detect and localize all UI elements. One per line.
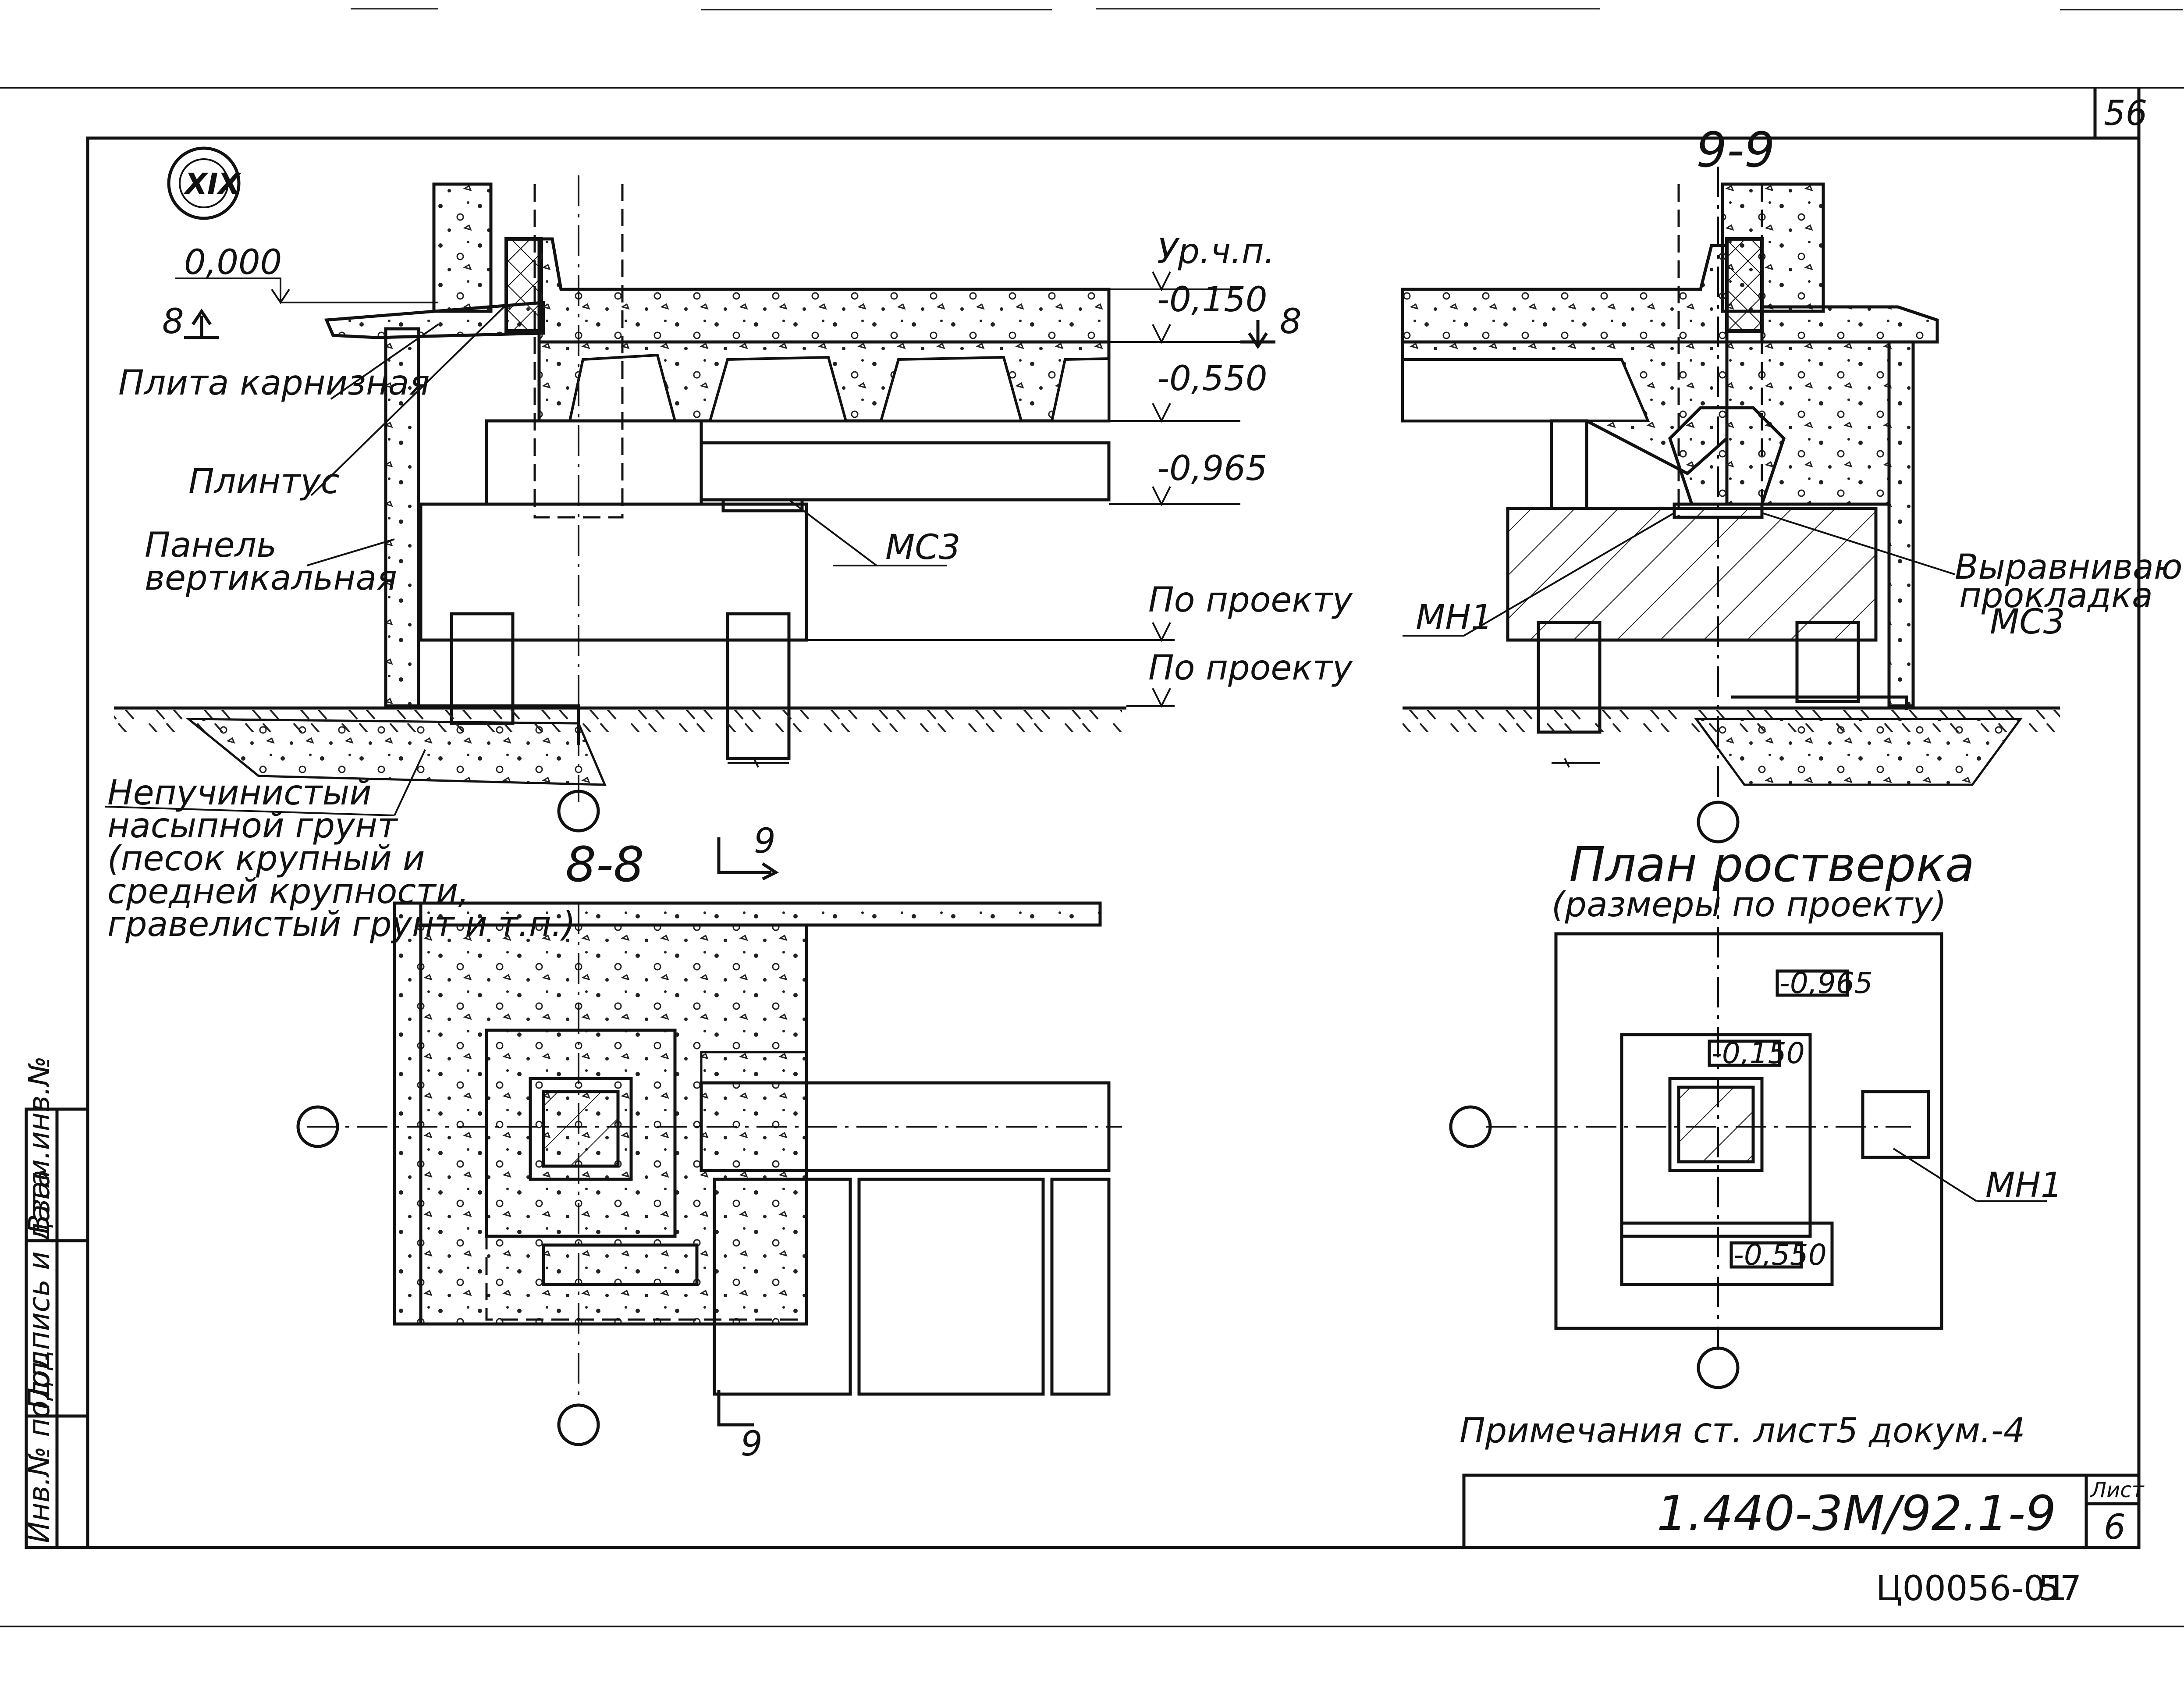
side-stamp: Инв.№ подл. Подпись и дата Взам.инв.№ [22, 1056, 89, 1549]
section-mark-left: 8 [162, 302, 184, 342]
level-minus-0150: -0,150 [1157, 280, 1267, 320]
label-plinth: Плинтус [188, 462, 340, 502]
level-floor: Ур.ч.п. [1157, 232, 1275, 271]
label-cornice-slab: Плита карнизная [118, 363, 430, 403]
soil-label-line-3: (песок крупный и [107, 839, 425, 879]
plan-level-0965: -0,965 [1779, 966, 1873, 1000]
level-by-project-1: По проекту [1148, 580, 1353, 620]
bottom-code: Ц00056-01 [1876, 1569, 2067, 1608]
level-minus-0965: -0,965 [1157, 449, 1267, 488]
section-mark-right: 8 [1280, 302, 1302, 342]
cut-mark-top: 9 [754, 822, 776, 861]
section-9-9-title: 9-9 [1696, 122, 1775, 178]
top-page-number: 56 [2104, 94, 2147, 133]
title-block-sheet-number: 6 [2104, 1508, 2126, 1547]
level-minus-0550: -0,550 [1157, 359, 1267, 399]
label-mc3: МС3 [885, 528, 960, 567]
soil-label-line-1: Непучинистый [107, 773, 372, 813]
section-9-9 [1401, 167, 2060, 843]
node-mark-label: XIX [183, 167, 241, 201]
section-elevation [105, 175, 1275, 833]
stamp-sign-date: Подпись и дата [22, 1170, 56, 1409]
sheet-trim-lines [0, 8, 2184, 1627]
drawing-frame [86, 88, 2141, 1549]
plan-level-0150: -0,150 [1712, 1036, 1805, 1070]
label-pad-line-2: прокладка [1959, 576, 2153, 616]
label-panel-line-1: Панель [145, 526, 277, 565]
title-block [1462, 1473, 2141, 1549]
stamp-inv-no: Инв.№ подл. [22, 1353, 56, 1543]
label-mh1-section: МН1 [1416, 598, 1493, 637]
section-8-8 [296, 837, 1122, 1446]
plan-label-mh1: МН1 [1985, 1166, 2063, 1205]
label-pad-line-3: МС3 [1990, 602, 2065, 642]
title-block-sheet-label: Лист [2090, 1478, 2145, 1502]
label-panel-line-2: вертикальная [145, 559, 397, 598]
plan-title-line-1: План ростверка [1569, 836, 1974, 893]
soil-label-line-2: насыпной грунт [107, 806, 398, 846]
plan-title-line-2: (размеры по проекту) [1552, 885, 1946, 925]
note-text: Примечания ст. лист5 докум.-4 [1460, 1411, 2025, 1451]
bottom-page-number: 57 [2038, 1569, 2081, 1608]
section-8-8-title: 8-8 [565, 836, 644, 893]
title-block-designation: 1.440-3М/92.1-9 [1657, 1485, 2056, 1541]
stamp-replace-inv: Взам.инв.№ [22, 1056, 56, 1234]
grillage-plan [1449, 877, 2047, 1389]
plan-level-0550: -0,550 [1733, 1238, 1827, 1272]
cut-mark-bottom: 9 [741, 1424, 763, 1464]
level-by-project-2: По проекту [1148, 648, 1353, 688]
node-mark: XIX [167, 146, 241, 220]
label-pad-line-1: Выравнивающая [1955, 548, 2184, 587]
level-zero: 0,000 [184, 243, 282, 282]
